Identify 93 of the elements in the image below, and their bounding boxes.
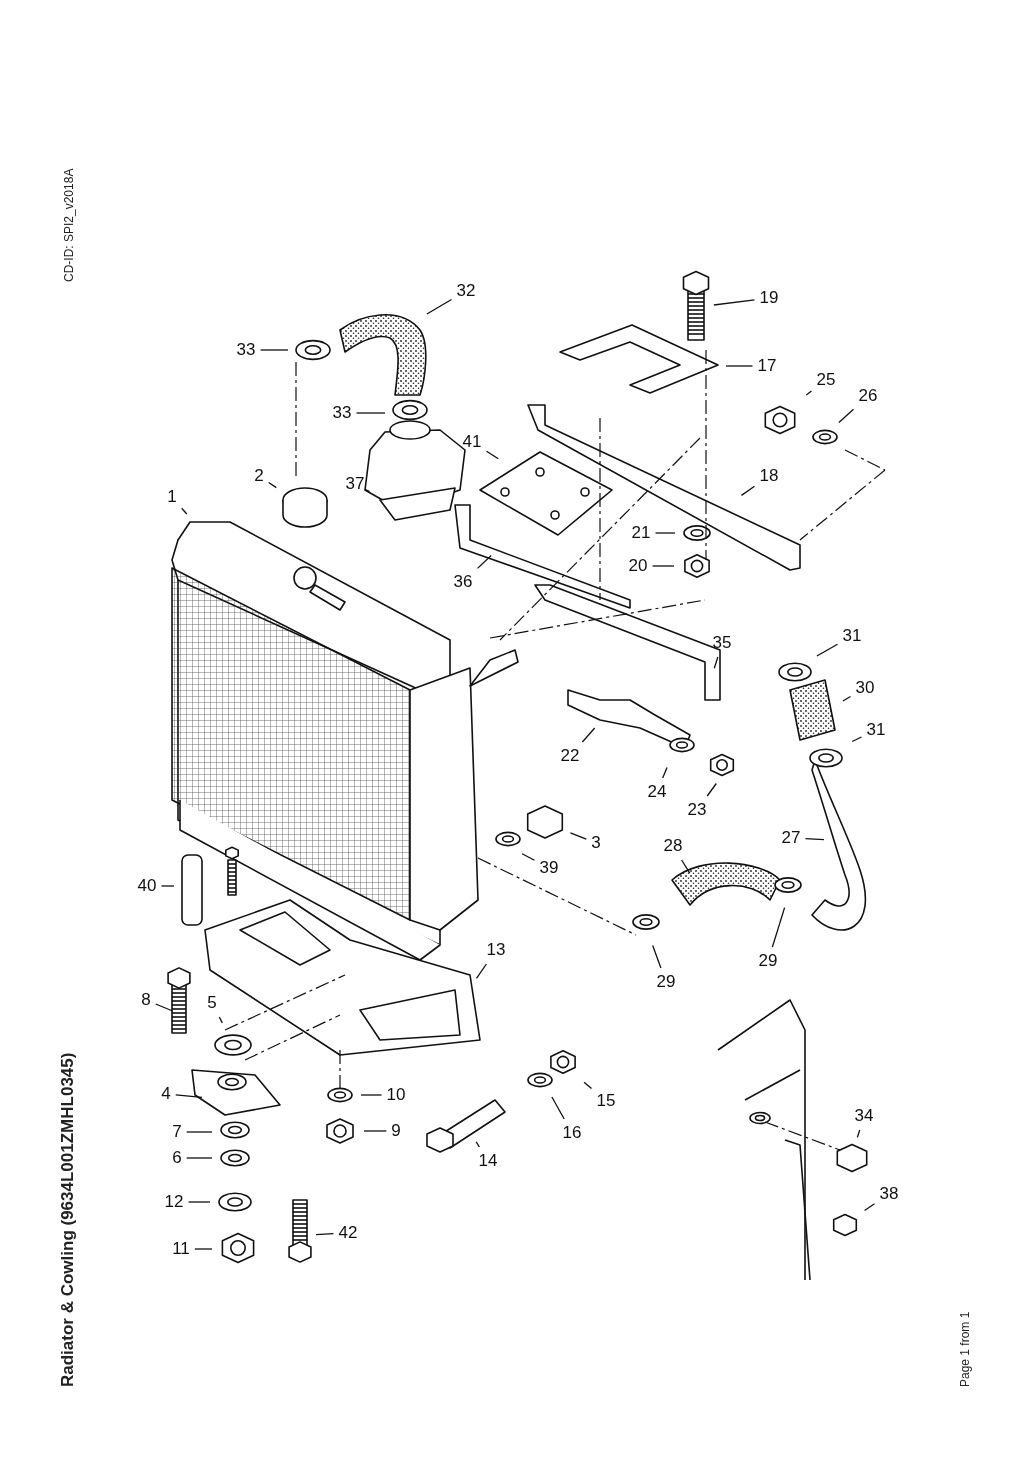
callout-number: 36 (452, 572, 474, 592)
leader-line (680, 859, 691, 874)
leader-line (363, 1130, 387, 1132)
leader-line (181, 507, 188, 515)
callout-number: 15 (595, 1091, 617, 1111)
callout-number: 26 (857, 386, 879, 406)
leader-line (268, 481, 277, 489)
callout-number: 25 (815, 370, 837, 390)
callout-number: 22 (559, 746, 581, 766)
callout-number: 5 (206, 993, 218, 1013)
leader-line (842, 695, 852, 702)
leader-line (475, 963, 488, 980)
leader-line (583, 1081, 593, 1090)
callout-number: 24 (646, 782, 668, 802)
leader-line (863, 1203, 876, 1212)
leader-line (218, 1016, 223, 1024)
leader-line (187, 1201, 211, 1203)
leader-line (551, 1096, 565, 1120)
callout-number: 23 (686, 800, 708, 820)
callout-number: 27 (780, 828, 802, 848)
callout-number: 7 (171, 1122, 183, 1142)
callout-number: 37 (344, 474, 366, 494)
leader-line (654, 532, 676, 534)
leader-line (651, 565, 675, 567)
callout-number: 13 (485, 940, 507, 960)
callout-number: 18 (758, 466, 780, 486)
leader-line (851, 736, 863, 743)
callout-number: 39 (538, 858, 560, 878)
callout-number: 32 (455, 281, 477, 301)
callout-number: 16 (561, 1123, 583, 1143)
page-title: Radiator & Cowling (9634L001ZMHL0345) (58, 1052, 78, 1387)
leader-line (521, 853, 536, 861)
leader-line (581, 727, 596, 743)
callout-number: 35 (711, 633, 733, 653)
callout-number: 33 (331, 403, 353, 423)
callout-number: 20 (627, 556, 649, 576)
leader-line (838, 408, 855, 424)
leader-line (259, 349, 289, 351)
leader-line (856, 1129, 861, 1139)
leader-line (725, 365, 754, 367)
callout-number: 29 (655, 972, 677, 992)
leader-line (569, 832, 587, 840)
leader-line (475, 1141, 481, 1148)
callout-number: 34 (853, 1106, 875, 1126)
callout-number: 4 (160, 1084, 172, 1104)
leader-line (186, 1131, 213, 1133)
leader-line (355, 412, 386, 414)
callout-number: 41 (461, 432, 483, 452)
leader-line (706, 782, 717, 797)
callout-number: 30 (854, 678, 876, 698)
leader-line (485, 450, 499, 460)
callout-number: 38 (878, 1184, 900, 1204)
leader-line (160, 885, 175, 887)
leader-line (805, 390, 813, 396)
leader-line (364, 488, 371, 493)
leader-line (476, 554, 492, 570)
callout-number: 31 (865, 720, 887, 740)
callout-number: 2 (253, 466, 265, 486)
leader-line (652, 944, 662, 969)
callout-number: 33 (235, 340, 257, 360)
callout-number: 11 (171, 1239, 191, 1259)
leader-line (713, 656, 719, 669)
callout-number: 6 (171, 1148, 183, 1168)
leader-line (155, 1003, 174, 1012)
callout-number: 3 (590, 833, 602, 853)
callout-number: 21 (630, 523, 652, 543)
leader-line (713, 299, 756, 306)
callout-number: 8 (140, 990, 152, 1010)
callout-number: 19 (758, 288, 780, 308)
leader-line (804, 838, 825, 841)
callout-number: 9 (390, 1121, 402, 1141)
leader-line (426, 298, 453, 315)
leader-line (816, 643, 839, 657)
leader-line (186, 1157, 213, 1159)
leader-line (740, 485, 756, 497)
callout-number: 14 (477, 1151, 499, 1171)
leader-line (194, 1248, 213, 1250)
callout-number: 12 (163, 1192, 185, 1212)
callout-number: 40 (136, 876, 158, 896)
callout-number: 31 (841, 626, 863, 646)
callout-number: 28 (662, 836, 684, 856)
leader-line (662, 766, 668, 779)
callout-number: 42 (337, 1223, 359, 1243)
callout-number: 1 (166, 487, 178, 507)
leader-line (175, 1094, 203, 1098)
callout-number: 10 (385, 1085, 407, 1105)
page-number: Page 1 from 1 (958, 1311, 972, 1387)
callout-number: 29 (757, 951, 779, 971)
document-id: CD-ID: SPI2_v2018A (62, 168, 76, 282)
leader-line (315, 1233, 335, 1236)
leader-line (771, 906, 786, 948)
leader-line (360, 1094, 383, 1096)
callout-number: 17 (756, 356, 778, 376)
